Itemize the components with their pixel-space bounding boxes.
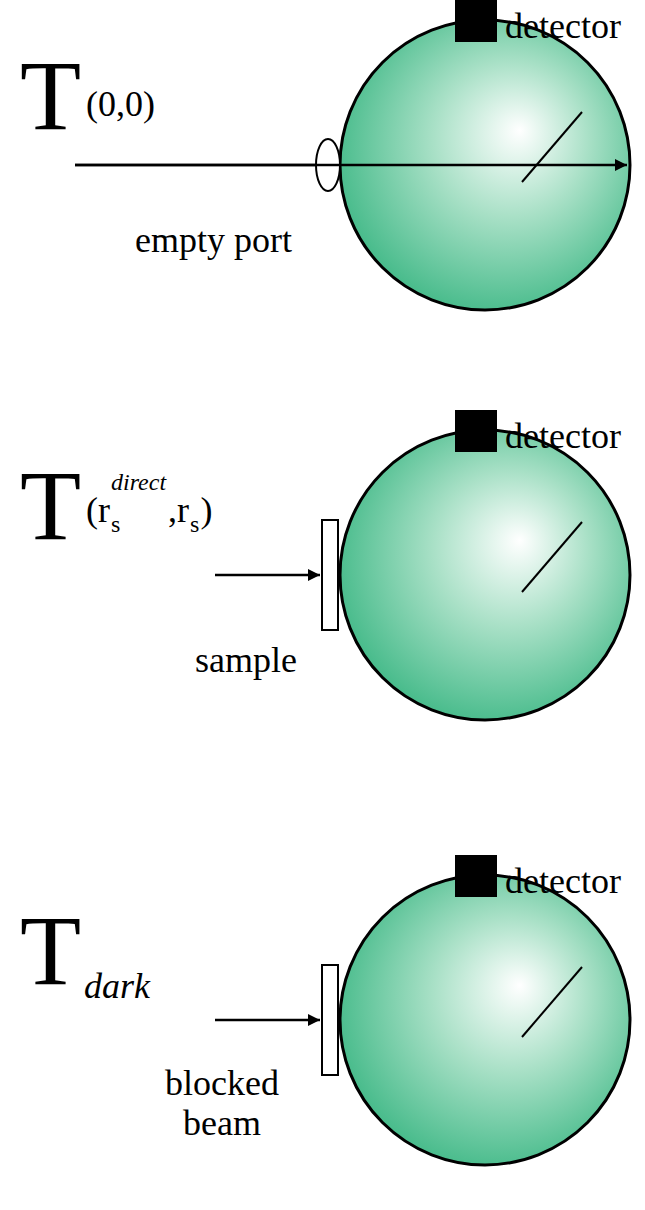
sphere-dark <box>215 855 630 1165</box>
subscript-label: dark <box>84 968 150 1004</box>
argument-label: (0,0) <box>86 86 155 122</box>
superscript-label: direct <box>111 470 166 494</box>
sphere-empty-port <box>75 0 630 310</box>
symbol-T: T <box>20 456 81 556</box>
beam-block <box>322 965 338 1075</box>
beam-arrow <box>215 1019 320 1022</box>
beam-arrow <box>215 574 320 577</box>
detector-label: detector <box>505 8 621 44</box>
argument-label: ) <box>200 492 212 528</box>
detector-label: detector <box>505 418 621 454</box>
subscript-label: s <box>190 512 199 536</box>
detector-box <box>455 410 497 452</box>
baffle <box>522 967 582 1037</box>
baffle <box>522 112 582 182</box>
integrating-sphere <box>340 875 630 1165</box>
port-label: empty port <box>135 222 292 258</box>
beam-arrow <box>75 164 627 167</box>
beam-line <box>75 164 340 167</box>
integrating-sphere <box>340 430 630 720</box>
sample-label: sample <box>195 642 297 678</box>
detector-box <box>455 855 497 897</box>
symbol-T: T <box>20 901 81 1001</box>
baffle <box>522 522 582 592</box>
argument-label: ,r <box>168 492 189 528</box>
block-label: blocked beam <box>157 1063 287 1143</box>
detector-label: detector <box>505 863 621 899</box>
subscript-label: s <box>111 512 120 536</box>
sample-plate <box>322 520 338 630</box>
symbol-T: T <box>20 46 81 146</box>
argument-label: (r <box>86 492 110 528</box>
detector-box <box>455 0 497 42</box>
